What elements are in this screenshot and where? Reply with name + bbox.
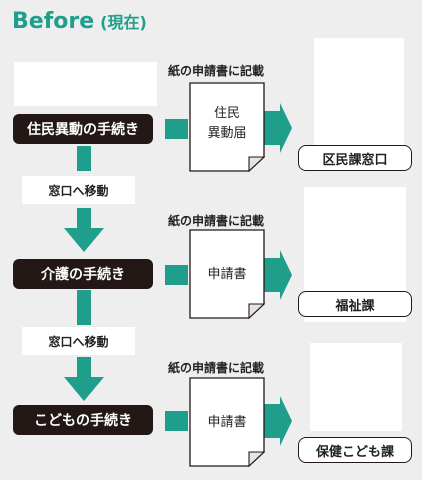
flow-bar-2 xyxy=(77,290,91,325)
page-title-main: Before xyxy=(12,9,95,34)
document-icon-1 xyxy=(189,82,265,172)
procedure-note-2: 紙の申請書に記載 xyxy=(168,214,265,228)
arrow-down-2 xyxy=(64,357,104,401)
page-title-sub: (現在) xyxy=(100,13,147,32)
blank-panel-right-3 xyxy=(310,343,402,431)
procedure-label-2: 介護の手続き xyxy=(13,259,153,289)
destination-window-1: 区民課窓口 xyxy=(298,145,412,171)
procedure-label-1: 住民異動の手続き xyxy=(13,114,153,144)
document-text-1-line1: 住民 xyxy=(213,106,240,121)
blank-panel-top-left xyxy=(14,62,157,106)
page-title: Before (現在) xyxy=(12,8,147,37)
flow-bar-1 xyxy=(77,146,91,171)
transition-label-1: 窓口へ移動 xyxy=(22,176,135,204)
destination-window-2: 福祉課 xyxy=(298,291,412,317)
destination-window-3: 保健こども課 xyxy=(298,437,412,463)
procedure-label-3: こどもの手続き xyxy=(13,405,153,435)
arrow-down-1 xyxy=(64,208,104,252)
document-icon-2 xyxy=(189,229,265,319)
transition-label-2: 窓口へ移動 xyxy=(22,327,135,355)
blank-panel-right-1 xyxy=(314,38,404,146)
procedure-note-3: 紙の申請書に記載 xyxy=(168,361,265,375)
procedure-note-1: 紙の申請書に記載 xyxy=(168,64,265,78)
document-text-3: 申請書 xyxy=(207,415,247,430)
document-text-1-line2: 異動届 xyxy=(207,126,247,141)
document-text-2: 申請書 xyxy=(207,267,247,282)
document-icon-3 xyxy=(189,377,265,467)
document-text-1: 住民 異動届 xyxy=(189,104,265,144)
